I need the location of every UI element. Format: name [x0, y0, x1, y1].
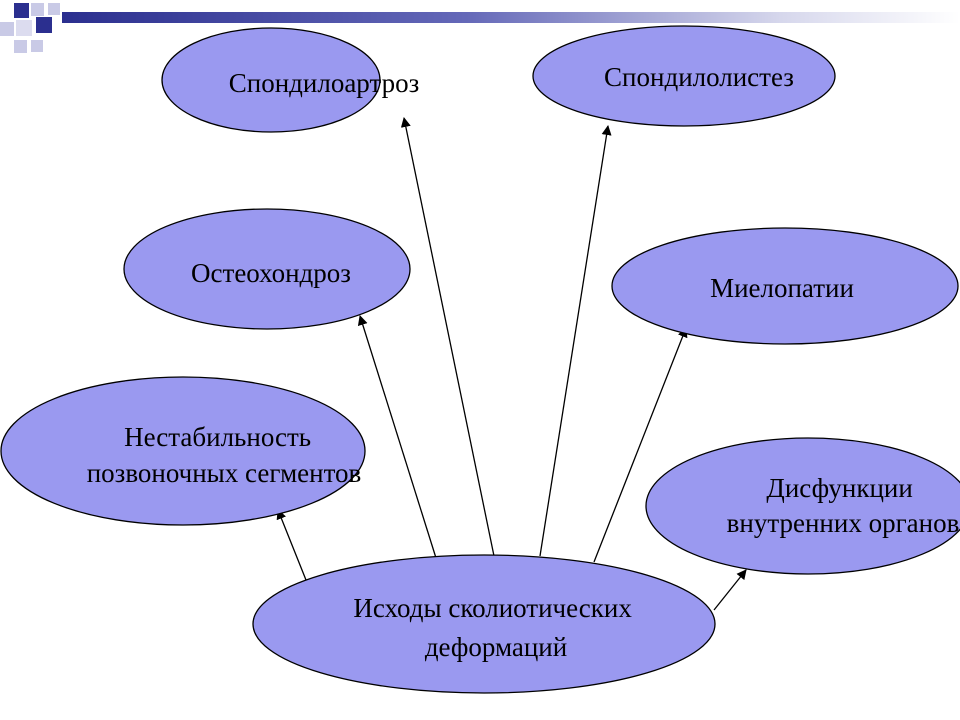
node-label-line: Остеохондроз	[191, 258, 351, 288]
arrow-to-spondylolisthesis	[539, 125, 612, 557]
node-ellipse	[532, 25, 836, 127]
header-gradient-bar	[62, 12, 960, 23]
node-spondylolisthesis: Спондилолистез	[532, 25, 836, 127]
node-label-line: деформаций	[425, 632, 567, 662]
corner-square-light-6	[31, 40, 43, 52]
arrow-to-osteochondrosis	[357, 315, 437, 559]
node-ellipse	[252, 554, 716, 694]
arrow-to-instability	[276, 509, 307, 581]
node-label-line: Спондилоартроз	[229, 68, 420, 98]
svg-text:Спондилолистез: Спондилолистез	[604, 62, 794, 92]
svg-text:Миелопатии: Миелопатии	[710, 273, 854, 303]
corner-square-dark-1	[14, 3, 29, 18]
node-ellipse	[645, 437, 960, 575]
node-ellipse	[0, 376, 366, 526]
node-label-line: Исходы сколиотических	[353, 593, 632, 623]
node-dysfunction: Дисфункции внутренних органов	[645, 437, 960, 575]
corner-square-light-2	[48, 3, 60, 15]
node-label-line: Дисфункции	[766, 473, 912, 503]
node-center: Исходы сколиотических деформаций	[252, 554, 716, 694]
node-label-line: Спондилолистез	[604, 62, 794, 92]
svg-text:Исходы сколиотических де: Исходы сколиотических деформаций	[353, 593, 638, 662]
node-instability: Нестабильность позвоночных сегментов	[0, 376, 366, 526]
node-ellipse	[611, 227, 959, 345]
svg-text:Дисфункции внутренних ор: Дисфункции внутренних органов	[727, 473, 960, 538]
arrow-to-myelopathy	[593, 327, 688, 563]
node-label-line: Миелопатии	[710, 273, 854, 303]
corner-square-light-3	[0, 22, 14, 36]
corner-square-dark-2	[36, 17, 52, 33]
node-myelopathy: Миелопатии	[611, 227, 959, 345]
svg-text:Спондилоартроз: Спондилоартроз	[229, 68, 420, 98]
node-label-line: внутренних органов	[727, 508, 960, 538]
corner-square-light-5	[14, 40, 27, 53]
node-osteochondrosis: Остеохондроз	[123, 208, 411, 330]
arrow-to-spondyloarthrosis	[400, 117, 495, 557]
corner-square-light-4	[16, 20, 32, 36]
node-ellipse	[123, 208, 411, 330]
node-label-line: Нестабильность	[124, 422, 311, 452]
node-label-line: позвоночных сегментов	[87, 458, 362, 488]
node-spondyloarthrosis: Спондилоартроз	[161, 27, 420, 133]
svg-text:Остеохондроз: Остеохондроз	[191, 258, 351, 288]
arrow-to-dysfunction	[713, 569, 747, 611]
corner-square-light-1	[31, 3, 44, 16]
svg-text:Нестабильность позвоночн: Нестабильность позвоночных сегментов	[87, 422, 362, 488]
node-ellipse	[161, 27, 381, 133]
